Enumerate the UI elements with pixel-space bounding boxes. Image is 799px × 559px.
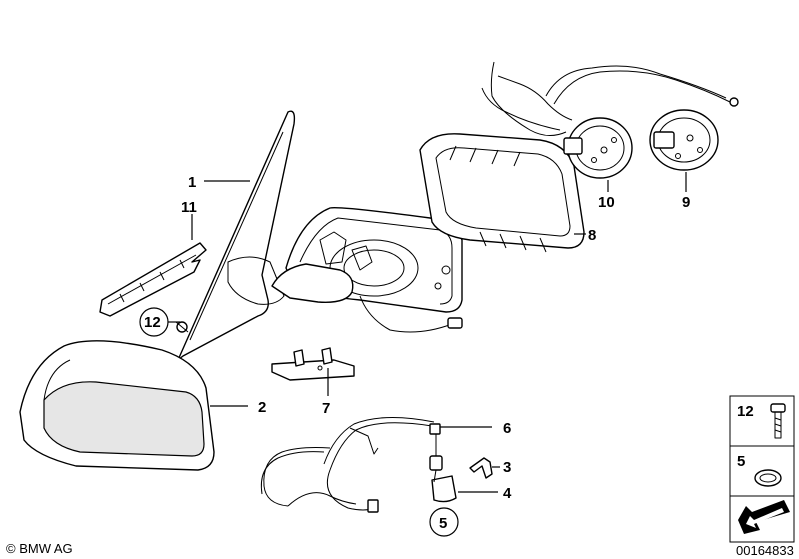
part-clip [469,457,493,479]
drawing-number: 00164833 [736,543,794,558]
legend-label-5: 5 [737,453,745,470]
callout-11: 11 [181,199,197,216]
callout-6: 6 [503,420,511,437]
part-motor-10 [481,61,739,179]
part-bracket [271,347,355,381]
seal-ring-icon [754,469,782,487]
bolt-icon [770,403,786,439]
callout-9: 9 [682,194,690,211]
legend-panel: 12 5 [729,395,795,543]
legend-label-12: 12 [737,403,754,420]
callout-8: 8 [588,227,596,244]
part-mirror-glass [175,110,296,361]
callout-5-circle [429,507,459,537]
part-motor-9 [649,109,719,171]
part-mirror-cap [19,340,215,471]
part-trim-strip [99,242,207,317]
part-frame [419,133,585,253]
leader-lines [168,172,687,493]
callout-4: 4 [503,485,512,502]
callout-5: 5 [439,515,447,532]
part-mirror-housing [271,207,463,333]
callout-10: 10 [598,194,615,211]
callout-1: 1 [188,174,196,191]
callout-7: 7 [322,400,330,417]
copyright-notice: © BMW AG [6,541,73,556]
callout-12-circle [139,307,169,337]
part-connector [429,434,457,503]
callout-2: 2 [258,399,266,416]
callout-12: 12 [144,314,161,331]
part-wiring-harness [260,417,441,513]
callout-3: 3 [503,459,511,476]
